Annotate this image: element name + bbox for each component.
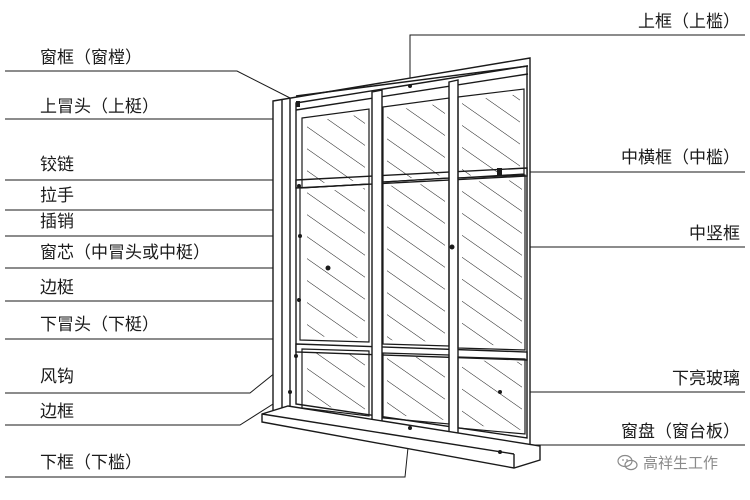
top-light-stay <box>296 101 300 107</box>
hinge-label: 铰链 <box>40 155 74 175</box>
bottom-rail-label: 下冒头（下梃） <box>40 315 159 335</box>
handle-knob <box>325 265 331 271</box>
handle-knob-right <box>449 244 455 250</box>
leader-lines <box>5 34 745 478</box>
wind-hook-label: 风钩 <box>40 367 74 387</box>
transom-latch <box>497 168 502 176</box>
sashes <box>299 88 526 435</box>
sill-dot <box>408 426 412 430</box>
head-frame-dot <box>408 84 412 88</box>
wechat-icon <box>617 454 638 470</box>
side-frame-dot <box>288 390 292 394</box>
hinge-dot <box>297 184 301 188</box>
lower-glass-dot <box>498 390 502 394</box>
latch-pin-label: 插销 <box>40 212 74 232</box>
sill-frame-label: 下框（下槛） <box>40 453 142 473</box>
watermark: 高祥生工作 <box>617 452 750 473</box>
hinge-dot-lower <box>297 298 301 302</box>
sash-core-label: 窗芯（中冒头或中梃） <box>40 243 210 263</box>
latch-pin <box>298 234 302 238</box>
lower-glass-label: 下亮玻璃 <box>672 369 740 389</box>
handle-label: 拉手 <box>40 186 74 206</box>
watermark-text: 高祥生工作 <box>643 454 719 472</box>
wind-hook-dot <box>294 354 298 358</box>
mullion-label: 中竖框 <box>689 224 740 244</box>
window-frame-label: 窗框（窗樘） <box>40 48 142 68</box>
stile-label: 边梃 <box>40 278 74 298</box>
window-sill-label: 窗盘（窗台板） <box>621 422 740 442</box>
hardware <box>288 84 502 454</box>
sill-board-dot <box>498 450 502 454</box>
transom-label: 中横框（中槛） <box>621 148 740 168</box>
head-frame-label: 上框（上槛） <box>638 12 740 32</box>
side-frame-label: 边框 <box>40 402 74 422</box>
window-sill-board <box>261 405 541 469</box>
top-rail-label: 上冒头（上梃） <box>40 97 159 117</box>
glass-hatching <box>307 94 522 430</box>
